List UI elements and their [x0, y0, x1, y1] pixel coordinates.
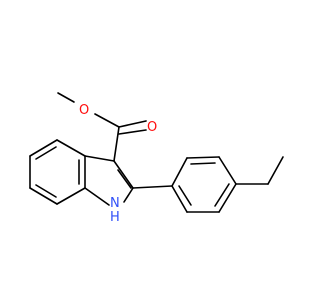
bond-ph6-ph1-inner: [178, 185, 192, 206]
bond-ph4-ph5: [218, 183, 237, 213]
bond-ph6-ph1: [171, 185, 188, 213]
bond-carbonyl-c3: [113, 126, 120, 162]
bond-c3-c3a: [84, 155, 115, 162]
nitrogen-label: N: [110, 196, 120, 211]
bond-c6-c7-inner: [35, 184, 57, 198]
carbonyl-oxygen-label: O: [147, 120, 157, 135]
bond-methyl-oxygen: [57, 92, 75, 103]
bond-carbonyl-oxygen-outer: [118, 120, 147, 128]
bond-oxygen-carbonyl: [94, 113, 120, 128]
bond-carbonyl-oxygen-inner: [118, 129, 147, 135]
bond-c7-c7a: [56, 187, 86, 205]
bond-ph4-ph5-inner: [214, 183, 230, 207]
bond-ph1-ph2: [171, 157, 188, 187]
bond-c2-phenyl: [132, 185, 173, 189]
bond-c4-c5: [29, 139, 58, 157]
nitrogen-hydrogen-label: H: [110, 210, 120, 225]
bond-ph3-ph4: [218, 156, 237, 185]
bond-c4-c5-inner: [35, 146, 57, 160]
ether-oxygen-label: O: [79, 103, 89, 118]
bond-ethyl-methyl: [267, 156, 284, 185]
bond-ph2-ph3-inner: [190, 162, 216, 165]
bond-c3-c2: [113, 160, 134, 189]
bond-c2-n1: [123, 187, 134, 203]
bond-n1-c7a: [84, 187, 110, 206]
bond-c3a-c4: [56, 139, 86, 157]
bond-c6-c7: [29, 187, 58, 205]
bond-c3-c2-inner: [117, 169, 132, 189]
bond-ph2-ph3: [186, 156, 220, 159]
structure-diagram: O O N H: [29, 92, 284, 225]
